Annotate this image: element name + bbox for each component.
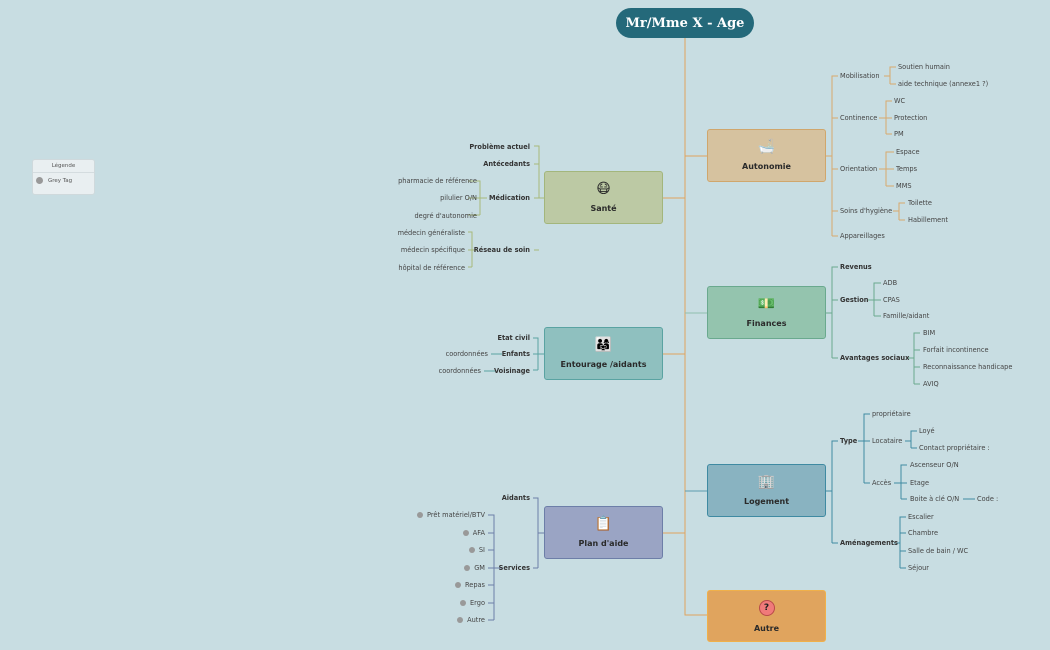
- topic-type[interactable]: Type: [840, 437, 858, 445]
- bathtub-icon: 🛁: [757, 139, 776, 155]
- topic-service-item[interactable]: AFA: [462, 529, 485, 537]
- topic-probleme[interactable]: Problème actuel: [469, 143, 530, 151]
- topic-acces[interactable]: Accès: [872, 479, 892, 487]
- topic-appareillages[interactable]: Appareillages: [840, 232, 885, 240]
- topic-code[interactable]: Code :: [977, 495, 999, 503]
- topic-sejour[interactable]: Séjour: [908, 564, 929, 572]
- grey-tag-icon: [468, 547, 475, 553]
- topic-chambre[interactable]: Chambre: [908, 529, 939, 537]
- topic-revenus[interactable]: Revenus: [840, 263, 872, 271]
- topic-toilette[interactable]: Toilette: [908, 199, 932, 207]
- node-autonomie[interactable]: 🛁 Autonomie: [707, 129, 826, 182]
- topic-mobilisation[interactable]: Mobilisation: [840, 72, 880, 80]
- mask-face-icon: 😷: [596, 181, 611, 197]
- topic-enfants-coord[interactable]: coordonnées: [445, 350, 488, 358]
- node-sante[interactable]: 😷 Santé: [544, 171, 663, 224]
- question-icon: ?: [758, 599, 775, 616]
- topic-cpas[interactable]: CPAS: [883, 296, 900, 304]
- topic-avantages[interactable]: Avantages sociaux: [840, 354, 910, 362]
- family-icon: 👨‍👩‍👧: [594, 337, 613, 353]
- topic-gestion[interactable]: Gestion: [840, 296, 869, 304]
- topic-voisinage-coord[interactable]: coordonnées: [438, 367, 481, 375]
- topic-aidants[interactable]: Aidants: [501, 494, 530, 502]
- topic-locataire[interactable]: Locataire: [872, 437, 903, 445]
- money-icon: 💵: [757, 296, 776, 312]
- grey-tag-icon: [454, 582, 461, 588]
- node-finances[interactable]: 💵 Finances: [707, 286, 826, 339]
- topic-pm[interactable]: PM: [894, 130, 904, 138]
- topic-aide-technique[interactable]: aide technique (annexe1 ?): [898, 80, 989, 88]
- topic-contact[interactable]: Contact propriétaire :: [919, 444, 990, 452]
- topic-service-item[interactable]: Autre: [457, 616, 485, 624]
- topic-reseau[interactable]: Réseau de soin: [473, 246, 530, 254]
- building-icon: 🏢: [757, 474, 776, 490]
- topic-service-item[interactable]: SI: [468, 546, 485, 554]
- topic-voisinage[interactable]: Voisinage: [493, 367, 530, 375]
- topic-amenagements[interactable]: Aménagements: [840, 539, 898, 547]
- node-autre[interactable]: ? Autre: [707, 590, 826, 642]
- topic-medecin-spe[interactable]: médecin spécifique: [400, 246, 465, 254]
- grey-tag-icon: [462, 530, 469, 536]
- topic-protection[interactable]: Protection: [894, 114, 928, 122]
- topic-escalier[interactable]: Escalier: [908, 513, 934, 521]
- topic-aviq[interactable]: AVIQ: [923, 380, 939, 388]
- root-node[interactable]: Mr/Mme X - Age: [616, 8, 754, 38]
- legend-item[interactable]: Grey Tag: [33, 173, 94, 184]
- topic-proprietaire[interactable]: propriétaire: [872, 410, 911, 418]
- node-plan-aide[interactable]: 📋 Plan d'aide: [544, 506, 663, 559]
- node-entourage[interactable]: 👨‍👩‍👧 Entourage /aidants: [544, 327, 663, 380]
- checklist-icon: 📋: [594, 516, 613, 532]
- topic-bim[interactable]: BIM: [923, 329, 936, 337]
- topic-medication[interactable]: Médication: [488, 194, 530, 202]
- topic-adb[interactable]: ADB: [883, 279, 898, 287]
- topic-mms[interactable]: MMS: [896, 182, 912, 190]
- topic-hygiene[interactable]: Soins d'hygiène: [840, 207, 893, 215]
- grey-tag-icon: [417, 512, 423, 518]
- node-logement[interactable]: 🏢 Logement: [707, 464, 826, 517]
- topic-medecin-gen[interactable]: médecin généraliste: [397, 229, 465, 237]
- topic-espace[interactable]: Espace: [896, 148, 920, 156]
- topic-wc[interactable]: WC: [894, 97, 906, 105]
- topic-forfait[interactable]: Forfait incontinence: [923, 346, 989, 354]
- topic-orientation[interactable]: Orientation: [840, 165, 878, 173]
- topic-service-item[interactable]: Prêt matériel/BTV: [417, 511, 485, 519]
- topic-reconnaissance[interactable]: Reconnaissance handicape: [923, 363, 1013, 371]
- topic-temps[interactable]: Temps: [896, 165, 918, 173]
- topic-service-item[interactable]: Ergo: [460, 599, 485, 607]
- topic-soutien[interactable]: Soutien humain: [898, 63, 950, 71]
- grey-tag-icon: [36, 177, 43, 184]
- topic-etage[interactable]: Etage: [910, 479, 930, 487]
- topic-pharmacie[interactable]: pharmacie de référence: [398, 177, 477, 185]
- grey-tag-icon: [464, 565, 471, 571]
- legend-panel: Légende Grey Tag: [32, 159, 95, 195]
- topic-continence[interactable]: Continence: [840, 114, 878, 122]
- topic-hopital[interactable]: hôpital de référence: [398, 264, 465, 272]
- topic-enfants[interactable]: Enfants: [501, 350, 530, 358]
- topic-antecedants[interactable]: Antécedants: [483, 160, 530, 168]
- grey-tag-icon: [457, 617, 464, 623]
- topic-famille[interactable]: Famille/aidant: [883, 312, 930, 320]
- topic-service-item[interactable]: GM: [464, 564, 485, 572]
- topic-loye[interactable]: Loyé: [919, 427, 935, 435]
- topic-boite[interactable]: Boite à clé O/N: [910, 495, 960, 503]
- topic-service-item[interactable]: Repas: [454, 581, 485, 589]
- topic-pilulier[interactable]: pilulier O/N: [440, 194, 477, 202]
- topic-services[interactable]: Services: [498, 564, 530, 572]
- grey-tag-icon: [460, 600, 467, 606]
- topic-etat-civil[interactable]: Etat civil: [497, 334, 530, 342]
- topic-salle-bain[interactable]: Salle de bain / WC: [908, 547, 969, 555]
- topic-degre[interactable]: degré d'autonomie: [414, 212, 477, 220]
- topic-habillement[interactable]: Habillement: [908, 216, 948, 224]
- legend-title: Légende: [33, 160, 94, 173]
- topic-ascenseur[interactable]: Ascenseur O/N: [910, 461, 959, 469]
